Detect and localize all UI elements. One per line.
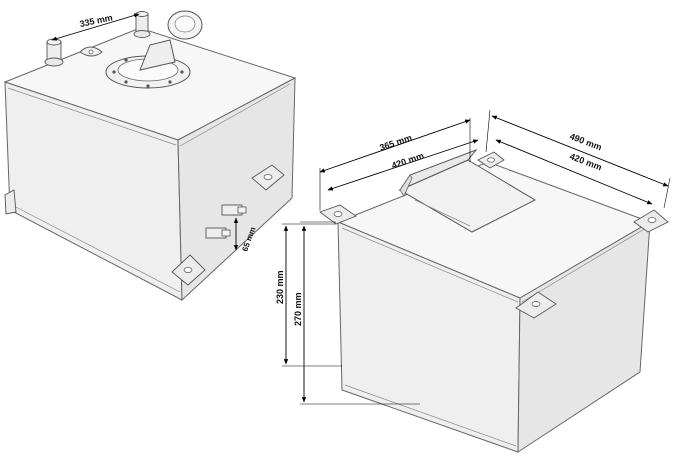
mount-tab-right bbox=[251, 164, 285, 191]
right-tank-side-face bbox=[517, 221, 651, 453]
dim-230: 230 mm bbox=[275, 223, 342, 367]
left-tank-side-face bbox=[177, 77, 296, 302]
top-fitting-left bbox=[44, 38, 64, 67]
side-fitting-lower bbox=[205, 227, 231, 239]
right-tank: 365 mm 420 mm 490 mm 420 mm 230 mm bbox=[275, 109, 671, 453]
dim-270: 270 mm bbox=[293, 221, 420, 405]
dim-230-label: 230 mm bbox=[275, 270, 285, 304]
rt-tab-left bbox=[319, 204, 357, 225]
dim-420-width-label: 420 mm bbox=[568, 151, 603, 172]
side-fitting-upper bbox=[221, 204, 247, 216]
dim-270-label: 270 mm bbox=[293, 292, 303, 326]
dim-420-depth-label: 420 mm bbox=[390, 150, 425, 170]
mount-tab-left bbox=[4, 189, 17, 215]
top-fitting-right bbox=[133, 11, 151, 38]
rt-tab-front bbox=[515, 291, 557, 319]
dim-365-label: 365 mm bbox=[378, 132, 413, 152]
rt-tab-right bbox=[633, 209, 669, 233]
mount-tab-bottom bbox=[171, 254, 206, 286]
top-vent-bracket bbox=[79, 46, 103, 57]
left-tank: 335 mm 65 mm bbox=[3, 10, 297, 302]
dim-490-label: 490 mm bbox=[568, 131, 603, 152]
sender-flange bbox=[105, 10, 203, 89]
